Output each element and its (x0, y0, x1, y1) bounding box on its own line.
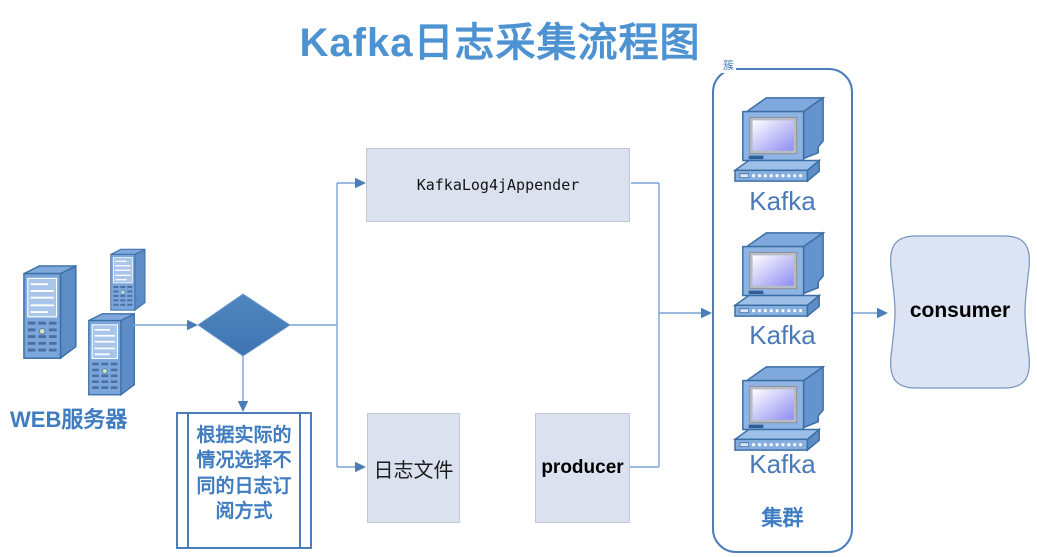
appender-node: KafkaLog4jAppender (366, 148, 630, 222)
log-file-label: 日志文件 (373, 459, 454, 482)
connector-merge-to-cluster (630, 182, 701, 468)
arrowhead-into-note (237, 401, 249, 412)
producer-node: producer (535, 413, 630, 523)
kafka-node-label-2: Kafka (749, 320, 816, 350)
page-title: Kafka日志采集流程图 (299, 21, 701, 65)
consumer-shape (889, 235, 1031, 389)
log-file-node: 日志文件 (367, 413, 460, 523)
web-server-icon-small (110, 248, 146, 311)
arrowheads (187, 177, 888, 473)
connector-lines (133, 182, 877, 468)
web-server-icon-large (22, 264, 77, 360)
arrowhead-into-appender (355, 177, 366, 189)
note-inner-line-right (299, 414, 301, 547)
kafka-node-icon-2 (734, 232, 824, 317)
appender-label: KafkaLog4jAppender (416, 176, 580, 194)
decision-note-label: 根据实际的情况选择不同的日志订阅方式 (196, 425, 292, 522)
arrowhead-into-logfile (355, 461, 366, 473)
producer-label: producer (541, 457, 624, 478)
note-inner-line-left (187, 414, 189, 547)
web-servers-label: WEB服务器 (10, 407, 128, 432)
cluster-tag-label: 簇 (721, 60, 736, 73)
cluster-label: 集群 (761, 507, 804, 530)
decision-note-node: 根据实际的情况选择不同的日志订阅方式 (176, 412, 312, 549)
kafka-node-label-3: Kafka (749, 449, 816, 479)
arrowhead-into-consumer (877, 307, 888, 319)
consumer-label: consumer (909, 299, 1011, 322)
arrowhead-into-cluster (701, 307, 712, 319)
kafka-node-label-1: Kafka (749, 186, 816, 216)
web-server-icon-medium (87, 312, 136, 396)
kafka-node-icon-3 (734, 366, 824, 451)
arrowhead-into-diamond (187, 319, 198, 331)
connector-diamond-branches (290, 182, 355, 468)
decision-diamond (197, 293, 291, 357)
kafka-node-icon-1 (734, 97, 824, 182)
